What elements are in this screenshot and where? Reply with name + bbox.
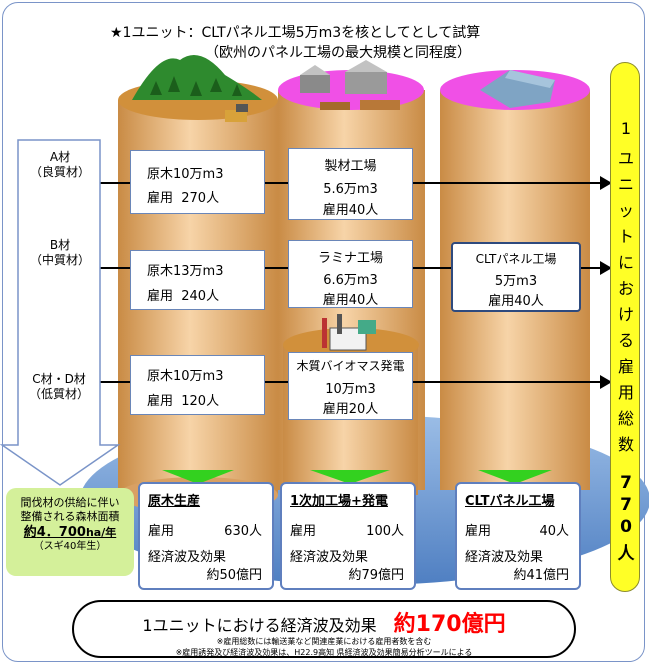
material-a: A材 （良質材） (30, 150, 90, 180)
summary-log-heading: 原木生産 (148, 494, 201, 509)
forest-area-prefix: 約 (23, 525, 37, 540)
summary-log-effect-value: 約50億円 (206, 568, 262, 583)
log-box-a-jobs: 雇用 270人 (147, 191, 220, 206)
forest-note-line2: 整備される森林面積 (20, 510, 120, 523)
summary-primary-heading: 1次加工場+発電 (290, 494, 388, 509)
material-cd-quality: （低質材） (28, 387, 89, 401)
summary-clt-heading: CLTパネル工場 (465, 494, 555, 509)
material-a-name: A材 (49, 150, 71, 164)
summary-primary-jobs-value: 100人 (366, 524, 404, 539)
green-arrow-1 (162, 470, 234, 484)
clt-box: CLTパネル工場 5万m3 雇用40人 (451, 242, 581, 312)
clt-jobs: 雇用40人 (488, 294, 544, 309)
lamina-box: ラミナ工場 6.6万m3 雇用40人 (288, 240, 413, 308)
material-cd: C材・D材 （低質材） (22, 372, 96, 402)
sawmill-box: 製材工場 5.6万m3 雇用40人 (288, 148, 413, 220)
pill-char: ユ (617, 149, 634, 168)
pill-char: 数 (617, 435, 634, 454)
pill-digit: 人 (617, 544, 635, 564)
pill-char: け (617, 305, 634, 324)
economic-effect-text: 1ユニットにおける経済波及効果 (142, 616, 377, 635)
log-box-b-volume: 原木13万m3 (147, 264, 224, 279)
sawmill-name: 製材工場 (324, 159, 377, 174)
summary-clt-jobs-label: 雇用 (465, 524, 492, 539)
log-box-cd-volume: 原木10万m3 (147, 369, 224, 384)
summary-log-jobs-value: 630人 (224, 524, 262, 539)
pill-digit: 7 (620, 495, 632, 515)
pill-char: 雇 (617, 357, 634, 376)
summary-log-production: 原木生産 雇用 630人 経済波及効果 約50億円 (138, 482, 274, 590)
lamina-name: ラミナ工場 (317, 251, 383, 266)
biomass-volume: 10万m3 (325, 382, 376, 397)
pill-digit: 7 (620, 473, 632, 493)
biomass-box: 木質バイオマス発電 10万m3 雇用20人 (288, 352, 413, 420)
log-box-a-volume: 原木10万m3 (147, 167, 224, 182)
summary-clt-effect-value: 約41億円 (513, 568, 569, 583)
forest-area-number: 4．700 (36, 525, 86, 540)
lamina-jobs: 雇用40人 (322, 293, 379, 308)
green-arrow-2 (310, 470, 390, 484)
clt-name: CLTパネル工場 (475, 252, 557, 266)
pill-char: 1 (620, 119, 632, 138)
summary-log-jobs-label: 雇用 (148, 524, 175, 539)
log-box-b: 原木13万m3 雇用 240人 (130, 250, 265, 310)
pill-char: る (617, 331, 634, 350)
forest-area-unit: ha/年 (85, 526, 117, 539)
sawmill-jobs: 雇用40人 (322, 203, 379, 218)
summary-primary-effect-value: 約79億円 (348, 568, 404, 583)
forest-area-value: 約4．700ha/年 (6, 526, 134, 540)
summary-primary-jobs-label: 雇用 (290, 524, 317, 539)
economic-effect-summary: 1ユニットにおける経済波及効果 約170億円 ※雇用総数には輸送業など関連産業に… (72, 600, 576, 658)
log-box-a: 原木10万m3 雇用 270人 (130, 150, 265, 214)
economic-effect-amount: 約170億円 (393, 612, 506, 637)
log-box-b-jobs: 雇用 240人 (147, 289, 220, 304)
economic-effect-line: 1ユニットにおける経済波及効果 約170億円 (74, 606, 574, 638)
pill-char: ッ (617, 201, 634, 220)
summary-clt-jobs-value: 40人 (539, 524, 569, 539)
summary-clt-effect-label: 経済波及効果 (465, 550, 544, 565)
green-arrow-3 (478, 470, 552, 484)
lamina-volume: 6.6万m3 (323, 273, 378, 288)
log-box-cd: 原木10万m3 雇用 120人 (130, 355, 265, 415)
pill-digit: 0 (620, 517, 632, 537)
pill-char: 総 (617, 409, 634, 428)
diagram-title: ★1ユニット：CLTパネル工場5万m3を核としてとして試算 (110, 25, 481, 41)
pill-char: ニ (617, 175, 634, 194)
total-employment-pill: 1 ユ ニ ッ ト に お け る 雇 用 総 数 7 7 0 人 (610, 62, 640, 592)
summary-clt-plant: CLTパネル工場 雇用 40人 経済波及効果 約41億円 (455, 482, 581, 590)
forest-note-line1: 間伐材の供給に伴い (20, 496, 120, 509)
material-b-name: B材 (49, 238, 71, 252)
biomass-name: 木質バイオマス発電 (296, 359, 405, 373)
pill-char: お (617, 279, 634, 298)
material-b: B材 （中質材） (30, 238, 90, 268)
material-cd-name: C材・D材 (32, 372, 86, 386)
pill-char: に (617, 253, 634, 272)
pill-char: 用 (617, 383, 634, 402)
summary-log-effect-label: 経済波及効果 (148, 550, 227, 565)
down-arrow (0, 139, 121, 486)
summary-primary-processing: 1次加工場+発電 雇用 100人 経済波及効果 約79億円 (280, 482, 416, 590)
summary-primary-effect-label: 経済波及効果 (290, 550, 369, 565)
forest-hill (132, 55, 262, 100)
material-b-quality: （中質材） (30, 253, 91, 267)
diagram-subtitle: （欧州のパネル工場の最大規模と同程度） (205, 45, 471, 61)
forest-note-line4: （スギ40年生） (33, 541, 107, 552)
footnote-1: ※雇用総数には輸送業など関連産業における雇用者数を含む (216, 637, 432, 646)
material-a-quality: （良質材） (30, 165, 91, 179)
clt-volume: 5万m3 (494, 274, 538, 289)
pill-char: ト (617, 227, 634, 246)
log-box-cd-jobs: 雇用 120人 (147, 394, 220, 409)
sawmill-volume: 5.6万m3 (323, 182, 378, 197)
footnote-2: ※雇用誘発及び経済波及効果は、H22.9高知 県経済波及効果簡易分析ツールによる (175, 648, 473, 657)
forest-area-note: 間伐材の供給に伴い 整備される森林面積 約4．700ha/年 （スギ40年生） (6, 488, 134, 576)
biomass-jobs: 雇用20人 (322, 402, 379, 417)
